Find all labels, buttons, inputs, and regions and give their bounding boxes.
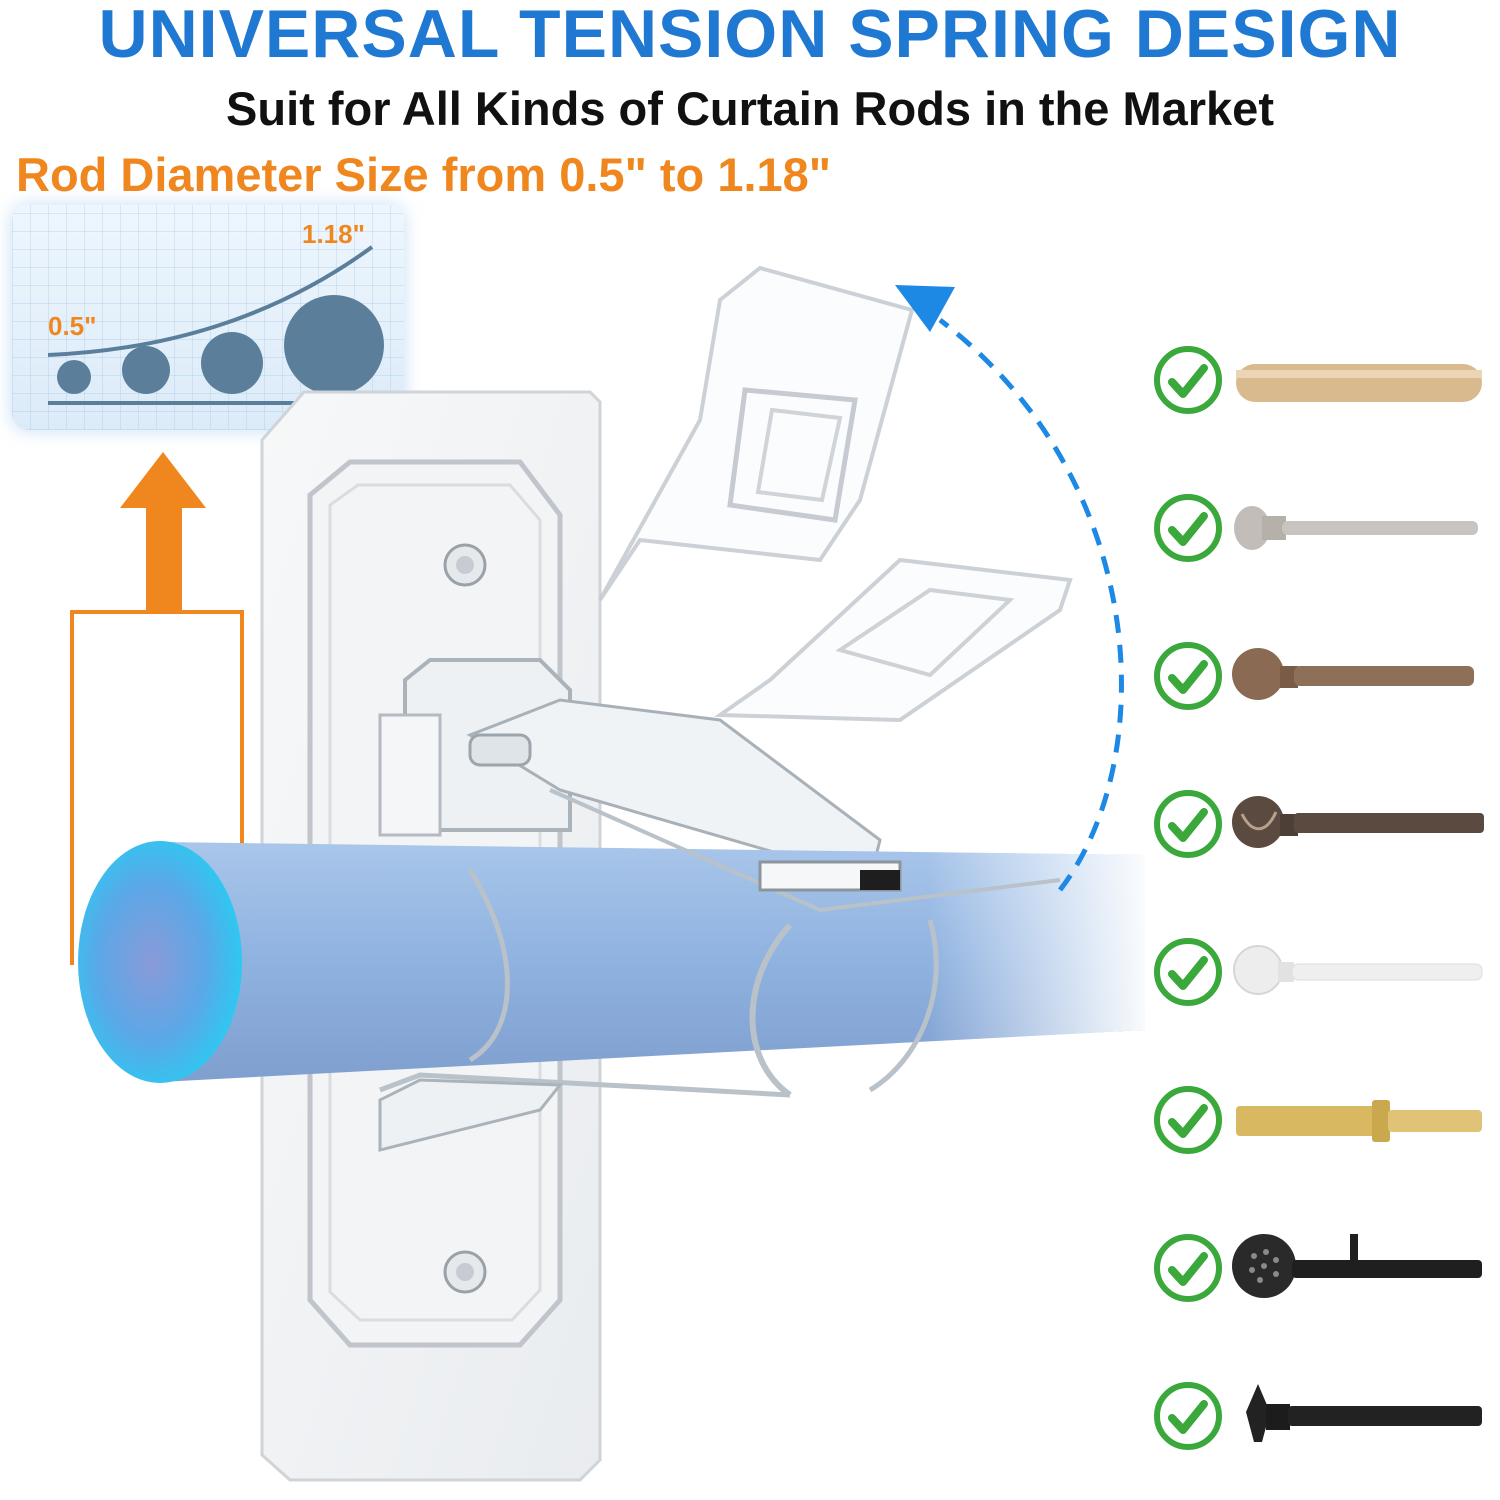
page-title: UNIVERSAL TENSION SPRING DESIGN xyxy=(98,0,1402,72)
list-item xyxy=(1150,488,1490,568)
list-item xyxy=(1150,784,1490,864)
min-size-label: 0.5" xyxy=(48,311,96,341)
curtain-rod xyxy=(78,841,1145,1083)
check-icon xyxy=(1154,938,1222,1006)
growth-curve xyxy=(47,245,374,357)
check-icon xyxy=(1154,1234,1222,1302)
size-circle-1 xyxy=(57,360,91,394)
max-size-label: 1.18" xyxy=(302,219,365,249)
black-finial-rod-icon xyxy=(1246,1384,1482,1442)
check-icon xyxy=(1154,1382,1222,1450)
list-item xyxy=(1150,1228,1490,1308)
clip-housing xyxy=(378,658,882,882)
flip-arm-ghost xyxy=(598,265,915,602)
list-item xyxy=(1150,932,1490,1012)
check-icon xyxy=(1154,1086,1222,1154)
wood-rod-icon xyxy=(1236,364,1482,402)
bronze-ball-rod-icon xyxy=(1232,648,1474,700)
flip-arm-mid xyxy=(713,557,1073,723)
tension-clamp-ring xyxy=(378,788,1061,1152)
size-circle-2 xyxy=(122,346,170,394)
list-item xyxy=(1150,1376,1490,1456)
rotation-arrow-icon xyxy=(895,285,1124,892)
size-circle-4 xyxy=(284,295,384,395)
check-icon xyxy=(1154,494,1222,562)
gold-rod-icon xyxy=(1236,1100,1482,1142)
list-item xyxy=(1150,636,1490,716)
size-circle-3 xyxy=(201,332,263,394)
check-icon xyxy=(1154,642,1222,710)
dark-bronze-ornate-rod-icon xyxy=(1232,796,1484,848)
list-item xyxy=(1150,340,1490,420)
white-ball-rod-icon xyxy=(1233,945,1483,995)
product-illustration xyxy=(70,265,1145,1482)
check-icon xyxy=(1154,346,1222,414)
orange-arrow-icon xyxy=(70,452,244,965)
black-mesh-ball-rod-icon xyxy=(1232,1234,1482,1298)
silver-finial-rod-icon xyxy=(1234,506,1478,550)
size-range-text: Rod Diameter Size from 0.5" to 1.18" xyxy=(16,148,832,201)
list-item xyxy=(1150,1080,1490,1160)
subtitle: Suit for All Kinds of Curtain Rods in th… xyxy=(226,82,1274,135)
check-icon xyxy=(1154,790,1222,858)
